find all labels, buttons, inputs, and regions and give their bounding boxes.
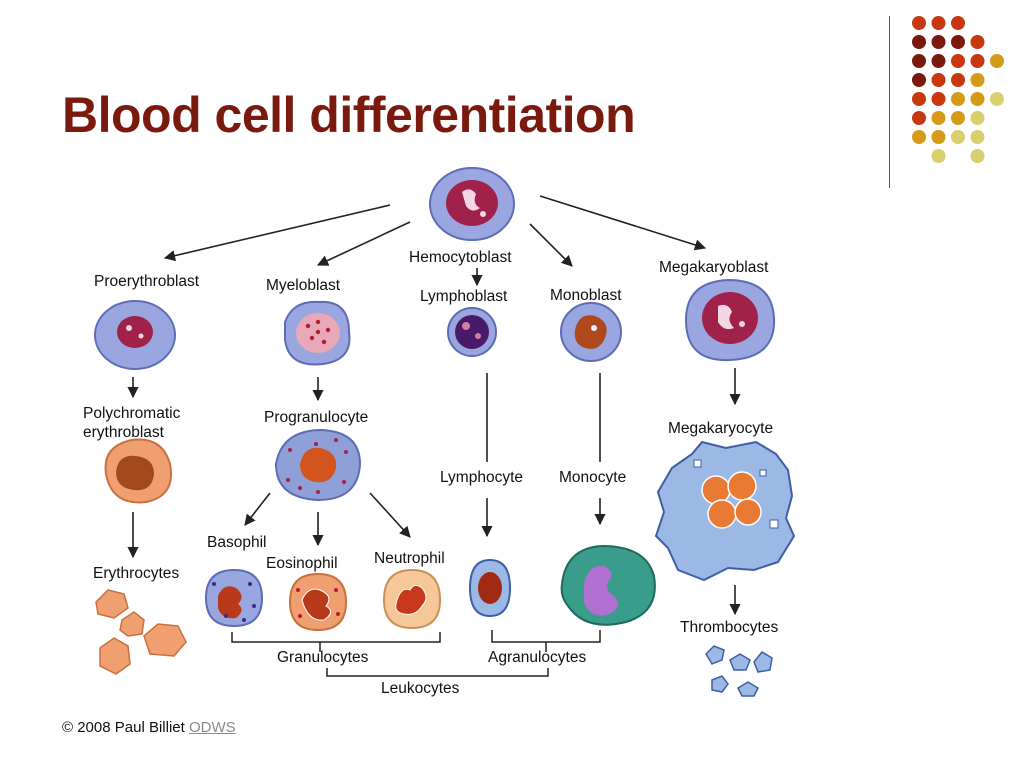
decorative-dot	[951, 16, 965, 30]
label-myeloblast: Myeloblast	[266, 277, 341, 294]
brackets	[231, 630, 601, 677]
proerythroblast-cell	[94, 300, 176, 370]
decorative-dot	[951, 92, 965, 106]
label-polychromatic-line2: erythroblast	[83, 424, 165, 441]
decorative-dot	[931, 111, 946, 125]
thrombocytes-cells	[705, 645, 773, 697]
decorative-dot	[951, 54, 965, 68]
eosinophil-cell	[288, 572, 348, 632]
label-megakaryoblast: Megakaryoblast	[659, 259, 769, 276]
megakaryoblast-cell	[684, 278, 776, 362]
monocyte-cell	[560, 544, 656, 626]
polychromatic-erythroblast-cell	[104, 438, 172, 504]
decorative-dot	[931, 16, 946, 30]
decorative-dot	[951, 130, 965, 144]
label-polychromatic-line1: Polychromatic	[83, 405, 181, 422]
label-monocyte: Monocyte	[559, 469, 626, 486]
decorative-dot	[970, 35, 985, 49]
decorative-dot	[970, 92, 985, 106]
label-monoblast: Monoblast	[550, 287, 622, 304]
granulocytes-bracket	[231, 632, 441, 643]
footer-link-odws[interactable]: ODWS	[188, 719, 236, 736]
decorative-dot	[931, 73, 946, 87]
decorative-dot	[970, 73, 985, 87]
arrow-to-megakaryoblast	[539, 195, 707, 251]
decorative-dot	[970, 149, 985, 163]
label-proerythroblast: Proerythroblast	[94, 273, 200, 290]
footer-copyright: © 2008 Paul Billiet	[62, 719, 185, 736]
leukocytes-bracket	[326, 668, 549, 677]
label-basophil: Basophil	[207, 534, 266, 551]
label-agranulocytes: Agranulocytes	[488, 649, 586, 666]
decorative-dot	[970, 111, 985, 125]
label-granulocytes: Granulocytes	[277, 649, 369, 666]
decorative-dot	[951, 73, 965, 87]
decorative-dot	[912, 111, 926, 125]
decorative-dot	[912, 130, 926, 144]
label-lymphoblast: Lymphoblast	[420, 288, 508, 305]
decorative-dot	[951, 111, 965, 125]
arrow-to-monoblast	[529, 223, 573, 267]
agranulocytes-bracket	[491, 630, 601, 643]
label-erythrocytes: Erythrocytes	[93, 565, 179, 582]
basophil-cell	[204, 568, 264, 628]
decorative-dot	[990, 92, 1004, 106]
label-megakaryocyte: Megakaryocyte	[668, 420, 773, 437]
monoblast-cell	[560, 302, 622, 362]
slide-title: Blood cell differentiation	[62, 87, 636, 143]
erythrocytes-cells	[95, 589, 187, 675]
lymphocyte-cell	[468, 558, 512, 618]
megakaryocyte-cell	[654, 440, 796, 582]
arrow-to-basophil	[244, 492, 271, 526]
divider-line	[889, 16, 890, 188]
arrow-to-proerythroblast	[163, 204, 391, 262]
decorative-dot	[912, 73, 926, 87]
label-hemocytoblast: Hemocytoblast	[409, 249, 512, 266]
arrows	[127, 195, 741, 616]
label-thrombocytes: Thrombocytes	[680, 619, 778, 636]
arrow-to-neutrophil	[369, 492, 411, 538]
decorative-dot	[931, 54, 946, 68]
decorative-dot	[931, 149, 946, 163]
arrow-to-myeloblast	[316, 221, 411, 266]
decorative-dot	[931, 35, 946, 49]
neutrophil-cell	[382, 568, 442, 630]
decorative-dot	[912, 54, 926, 68]
decorative-dot	[931, 130, 946, 144]
decorative-dot	[951, 35, 965, 49]
label-lymphocyte: Lymphocyte	[440, 469, 523, 486]
decorative-dot	[931, 92, 946, 106]
decorative-dot	[970, 54, 985, 68]
decorative-dot	[912, 35, 926, 49]
decorative-dot	[912, 16, 926, 30]
label-leukocytes: Leukocytes	[381, 680, 460, 697]
hemocytoblast-cell	[429, 167, 515, 241]
decorative-dot	[970, 130, 985, 144]
label-progranulocyte: Progranulocyte	[264, 409, 368, 426]
decorative-dot	[990, 54, 1004, 68]
label-neutrophil: Neutrophil	[374, 550, 445, 567]
progranulocyte-cell	[274, 428, 362, 502]
label-eosinophil: Eosinophil	[266, 555, 338, 572]
footer: © 2008 Paul Billiet ODWS	[62, 719, 236, 736]
decorative-dot	[912, 92, 926, 106]
myeloblast-cell	[284, 300, 351, 366]
lymphoblast-cell	[447, 307, 497, 357]
